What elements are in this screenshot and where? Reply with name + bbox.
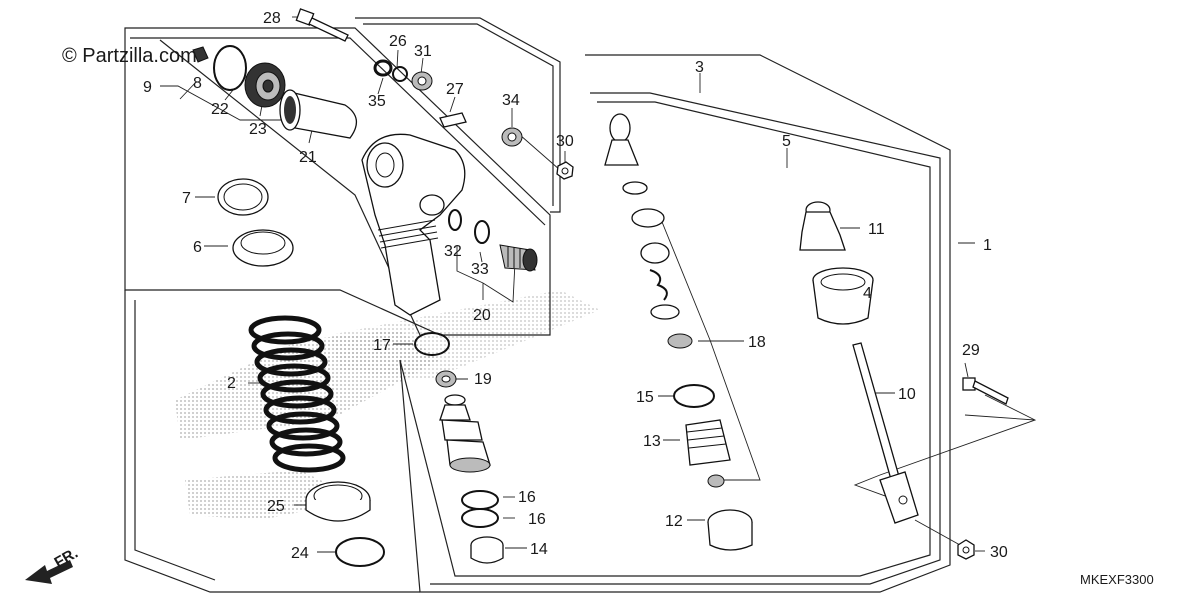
spring-coil — [266, 411, 340, 441]
callout-29: 29 — [962, 342, 980, 359]
callout-7: 7 — [182, 190, 191, 207]
ring-16-a — [461, 490, 499, 510]
spring-coil — [251, 331, 325, 361]
damper-column — [604, 113, 753, 551]
spring-coil — [248, 315, 322, 345]
callout-26: 26 — [389, 33, 407, 50]
callout-4: 4 — [863, 285, 872, 302]
valve-stack — [439, 394, 491, 473]
callout-21: 21 — [299, 149, 317, 166]
callout-16a: 16 — [518, 489, 536, 506]
spring-coil — [254, 347, 328, 377]
callout-12: 12 — [665, 513, 683, 530]
bolt-29 — [962, 377, 1009, 405]
callout-10: 10 — [898, 386, 916, 403]
callout-9: 9 — [143, 79, 152, 96]
spring-coil — [263, 395, 337, 425]
callout-1: 1 — [983, 237, 992, 254]
shock-body — [361, 133, 466, 316]
callout-3: 3 — [695, 59, 704, 76]
watermark-text: © Partzilla.com — [62, 45, 197, 67]
diagram-code: MKEXF3300 — [1080, 572, 1154, 587]
callout-20: 20 — [473, 307, 491, 324]
bushing-34 — [501, 127, 523, 147]
spring-coil — [269, 427, 343, 457]
valve-8 — [192, 46, 209, 63]
callout-31: 31 — [414, 43, 432, 60]
callout-14: 14 — [530, 541, 548, 558]
adjuster-nut-6 — [232, 229, 294, 267]
callout-18: 18 — [748, 334, 766, 351]
callout-8: 8 — [193, 75, 202, 92]
spring-coil — [260, 379, 334, 409]
reservoir-21 — [279, 89, 357, 139]
callout-6: 6 — [193, 239, 202, 256]
washer-26 — [392, 66, 408, 82]
callout-30b: 30 — [990, 544, 1008, 561]
nut-30-top — [556, 161, 574, 180]
lock-nut-7 — [217, 178, 269, 216]
callout-30a: 30 — [556, 133, 574, 150]
adjuster-20 — [499, 244, 538, 272]
spring-coil — [257, 363, 331, 393]
callout-32: 32 — [444, 243, 462, 260]
o-ring-32 — [448, 209, 462, 231]
callout-28: 28 — [263, 10, 281, 27]
ring-17 — [414, 332, 450, 356]
cap-23 — [244, 62, 286, 108]
circlip-24 — [335, 537, 385, 567]
callout-22: 22 — [211, 101, 229, 118]
ring-16-b — [461, 508, 499, 528]
callout-labels: 1 2 3 4 5 6 7 8 9 10 11 12 13 14 15 16 1… — [143, 10, 1008, 562]
callout-13: 13 — [643, 433, 661, 450]
bump-stop-11 — [799, 201, 846, 251]
assembly-frames — [124, 17, 951, 593]
callout-15: 15 — [636, 389, 654, 406]
spring-2 — [248, 315, 346, 473]
callout-16b: 16 — [528, 511, 546, 528]
spring-coil — [272, 443, 346, 473]
nut-19 — [435, 370, 457, 388]
background-watermark — [175, 290, 600, 520]
callout-5: 5 — [782, 133, 791, 150]
leader-lines — [160, 16, 1037, 553]
callout-35: 35 — [368, 93, 386, 110]
bushing-31 — [411, 71, 433, 91]
callout-25: 25 — [267, 498, 285, 515]
o-ring-35 — [373, 59, 393, 77]
callout-34: 34 — [502, 92, 520, 109]
bushing-14 — [470, 536, 504, 564]
rod-10 — [852, 342, 919, 524]
bolt-28 — [295, 8, 349, 42]
callout-11: 11 — [868, 221, 885, 238]
decal-27 — [439, 112, 467, 128]
callout-33: 33 — [471, 261, 489, 278]
o-ring-33 — [474, 220, 490, 244]
callout-23: 23 — [249, 121, 267, 138]
callout-17: 17 — [373, 337, 391, 354]
nut-30-bottom — [957, 539, 975, 560]
cap-4 — [812, 267, 874, 325]
spring-seat-25 — [305, 481, 371, 522]
front-direction-arrow: FR. — [25, 545, 81, 584]
callout-24: 24 — [291, 545, 309, 562]
o-ring-22 — [213, 45, 247, 91]
callout-19: 19 — [474, 371, 492, 388]
callout-27: 27 — [446, 81, 464, 98]
callout-2: 2 — [227, 375, 236, 392]
